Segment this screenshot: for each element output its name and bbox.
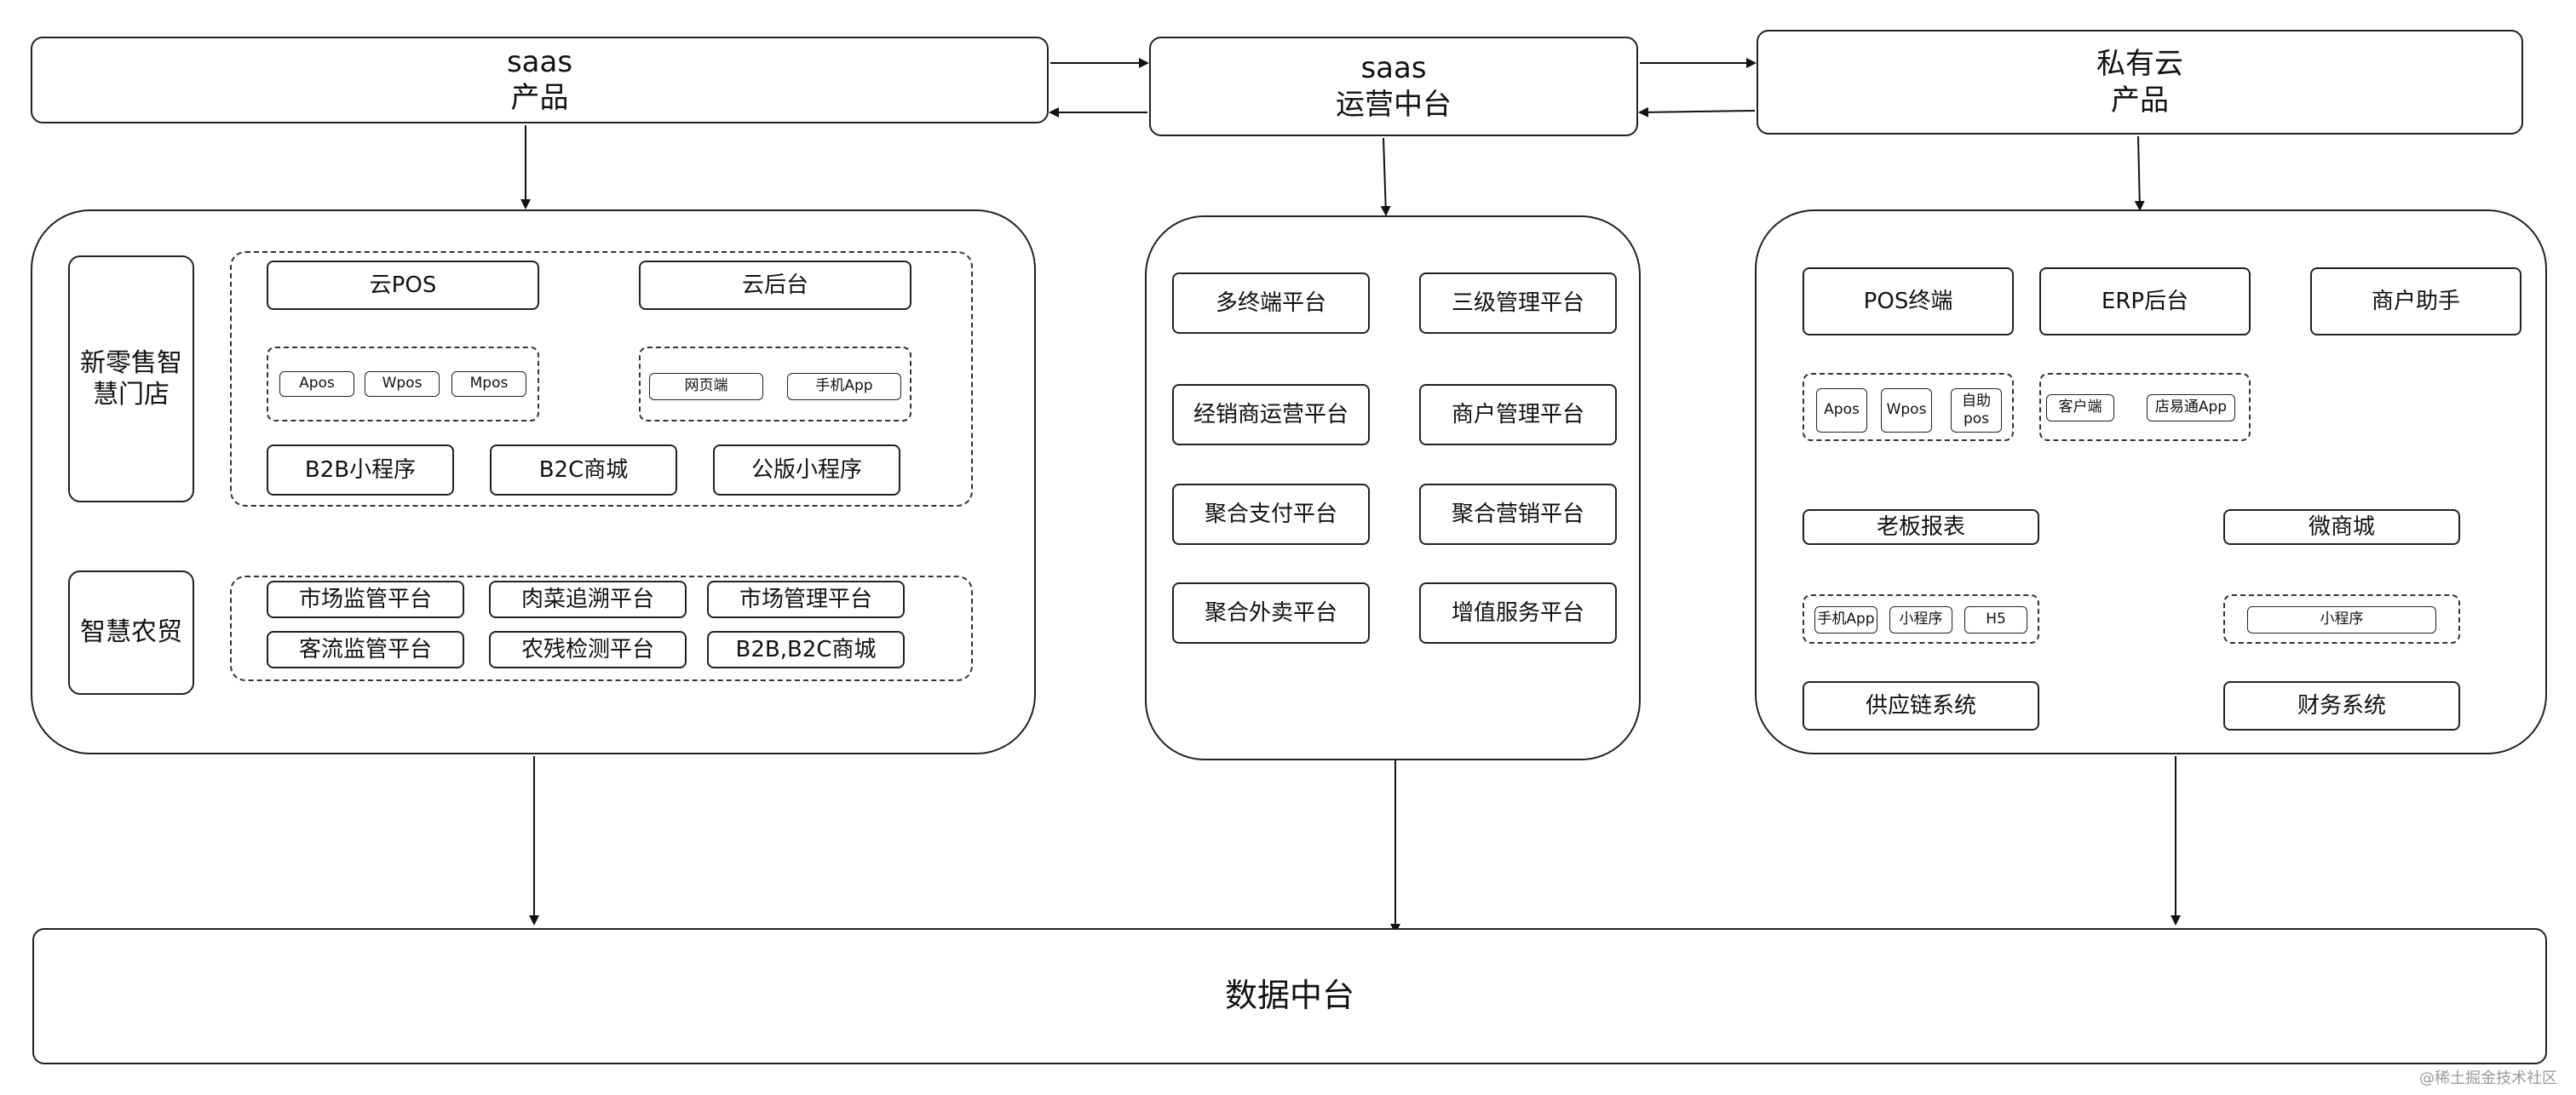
arrow-private-to-ops — [1638, 106, 1756, 118]
boss-mobile-app-item: 手机App — [1814, 606, 1877, 633]
boss-report-channels-group — [1803, 594, 2039, 644]
supply-chain-box: 供应链系统 — [1803, 681, 2039, 731]
micro-mall-mini-program-item: 小程序 — [2247, 606, 2436, 633]
saas-product-line2: 产品 — [510, 81, 569, 115]
multi-terminal-platform-box: 多终端平台 — [1172, 272, 1370, 334]
dianyitong-app-item: 店易通App — [2147, 394, 2235, 421]
market-supervision-box: 市场监管平台 — [267, 581, 464, 618]
wpos-item: Wpos — [365, 371, 440, 397]
meat-veg-trace-box: 肉菜追溯平台 — [489, 581, 687, 618]
micro-mall-channels-group — [2223, 594, 2460, 644]
apos-device-item: Apos — [1816, 388, 1867, 433]
web-client-item: 网页端 — [649, 373, 763, 400]
watermark: @稀土掘金技术社区 — [2419, 1069, 2557, 1087]
smart-market-label: 智慧农贸 — [68, 570, 194, 695]
cloud-backend-clients-group — [639, 347, 911, 421]
value-added-service-box: 增值服务平台 — [1419, 582, 1617, 644]
private-cloud-box: 私有云 产品 — [1757, 30, 2523, 135]
erp-clients-group — [2039, 373, 2251, 441]
b2b-b2c-mall-box: B2B,B2C商城 — [707, 631, 905, 668]
private-cloud-line1: 私有云 — [2096, 47, 2183, 81]
aggregated-takeout-box: 聚合外卖平台 — [1172, 582, 1370, 644]
apos-item: Apos — [279, 371, 354, 397]
boss-report-box: 老板报表 — [1803, 509, 2039, 545]
three-level-management-box: 三级管理平台 — [1419, 272, 1617, 334]
arrow-ops-down — [1380, 137, 1391, 216]
private-cloud-line2: 产品 — [2111, 83, 2169, 118]
saas-ops-box: saas 运营中台 — [1149, 37, 1638, 136]
b2c-mall-box: B2C商城 — [490, 444, 677, 496]
pos-terminal-devices-group — [1803, 373, 2014, 441]
smart-market-group — [230, 576, 973, 681]
pesticide-detection-box: 农残检测平台 — [489, 631, 687, 668]
erp-client-item: 客户端 — [2046, 394, 2114, 421]
new-retail-store-label: 新零售智慧门店 — [68, 255, 194, 502]
finance-system-box: 财务系统 — [2223, 681, 2460, 731]
cloud-pos-box: 云POS — [267, 261, 539, 310]
erp-backend-box: ERP后台 — [2039, 267, 2251, 335]
mpos-item: Mpos — [451, 371, 526, 397]
cloud-pos-terminals-group — [267, 347, 539, 421]
data-center-box: 数据中台 — [32, 928, 2547, 1064]
dealer-operations-box: 经销商运营平台 — [1172, 384, 1370, 445]
arrow-private-down — [2134, 135, 2145, 211]
traffic-supervision-box: 客流监管平台 — [267, 631, 464, 668]
saas-product-box: saas 产品 — [31, 37, 1049, 123]
merchant-management-box: 商户管理平台 — [1419, 384, 1617, 445]
boss-h5-item: H5 — [1964, 606, 2027, 633]
wpos-device-item: Wpos — [1881, 388, 1932, 433]
self-service-pos-item: 自助pos — [1951, 388, 2002, 433]
saas-ops-line2: 运营中台 — [1336, 87, 1452, 122]
micro-mall-box: 微商城 — [2223, 509, 2460, 545]
pos-terminal-box: POS终端 — [1803, 267, 2014, 335]
merchant-assistant-box: 商户助手 — [2310, 267, 2521, 335]
market-management-box: 市场管理平台 — [707, 581, 905, 618]
cloud-backend-box: 云后台 — [639, 261, 911, 310]
new-retail-group — [230, 251, 973, 507]
boss-mini-program-item: 小程序 — [1889, 606, 1952, 633]
public-mini-program-box: 公版小程序 — [713, 444, 900, 496]
saas-ops-line1: saas — [1360, 51, 1427, 85]
mobile-app-item: 手机App — [787, 373, 901, 400]
aggregated-payment-box: 聚合支付平台 — [1172, 484, 1370, 545]
saas-product-line1: saas — [506, 44, 573, 79]
aggregated-marketing-box: 聚合营销平台 — [1419, 484, 1617, 545]
b2b-mini-program-box: B2B小程序 — [267, 444, 454, 496]
